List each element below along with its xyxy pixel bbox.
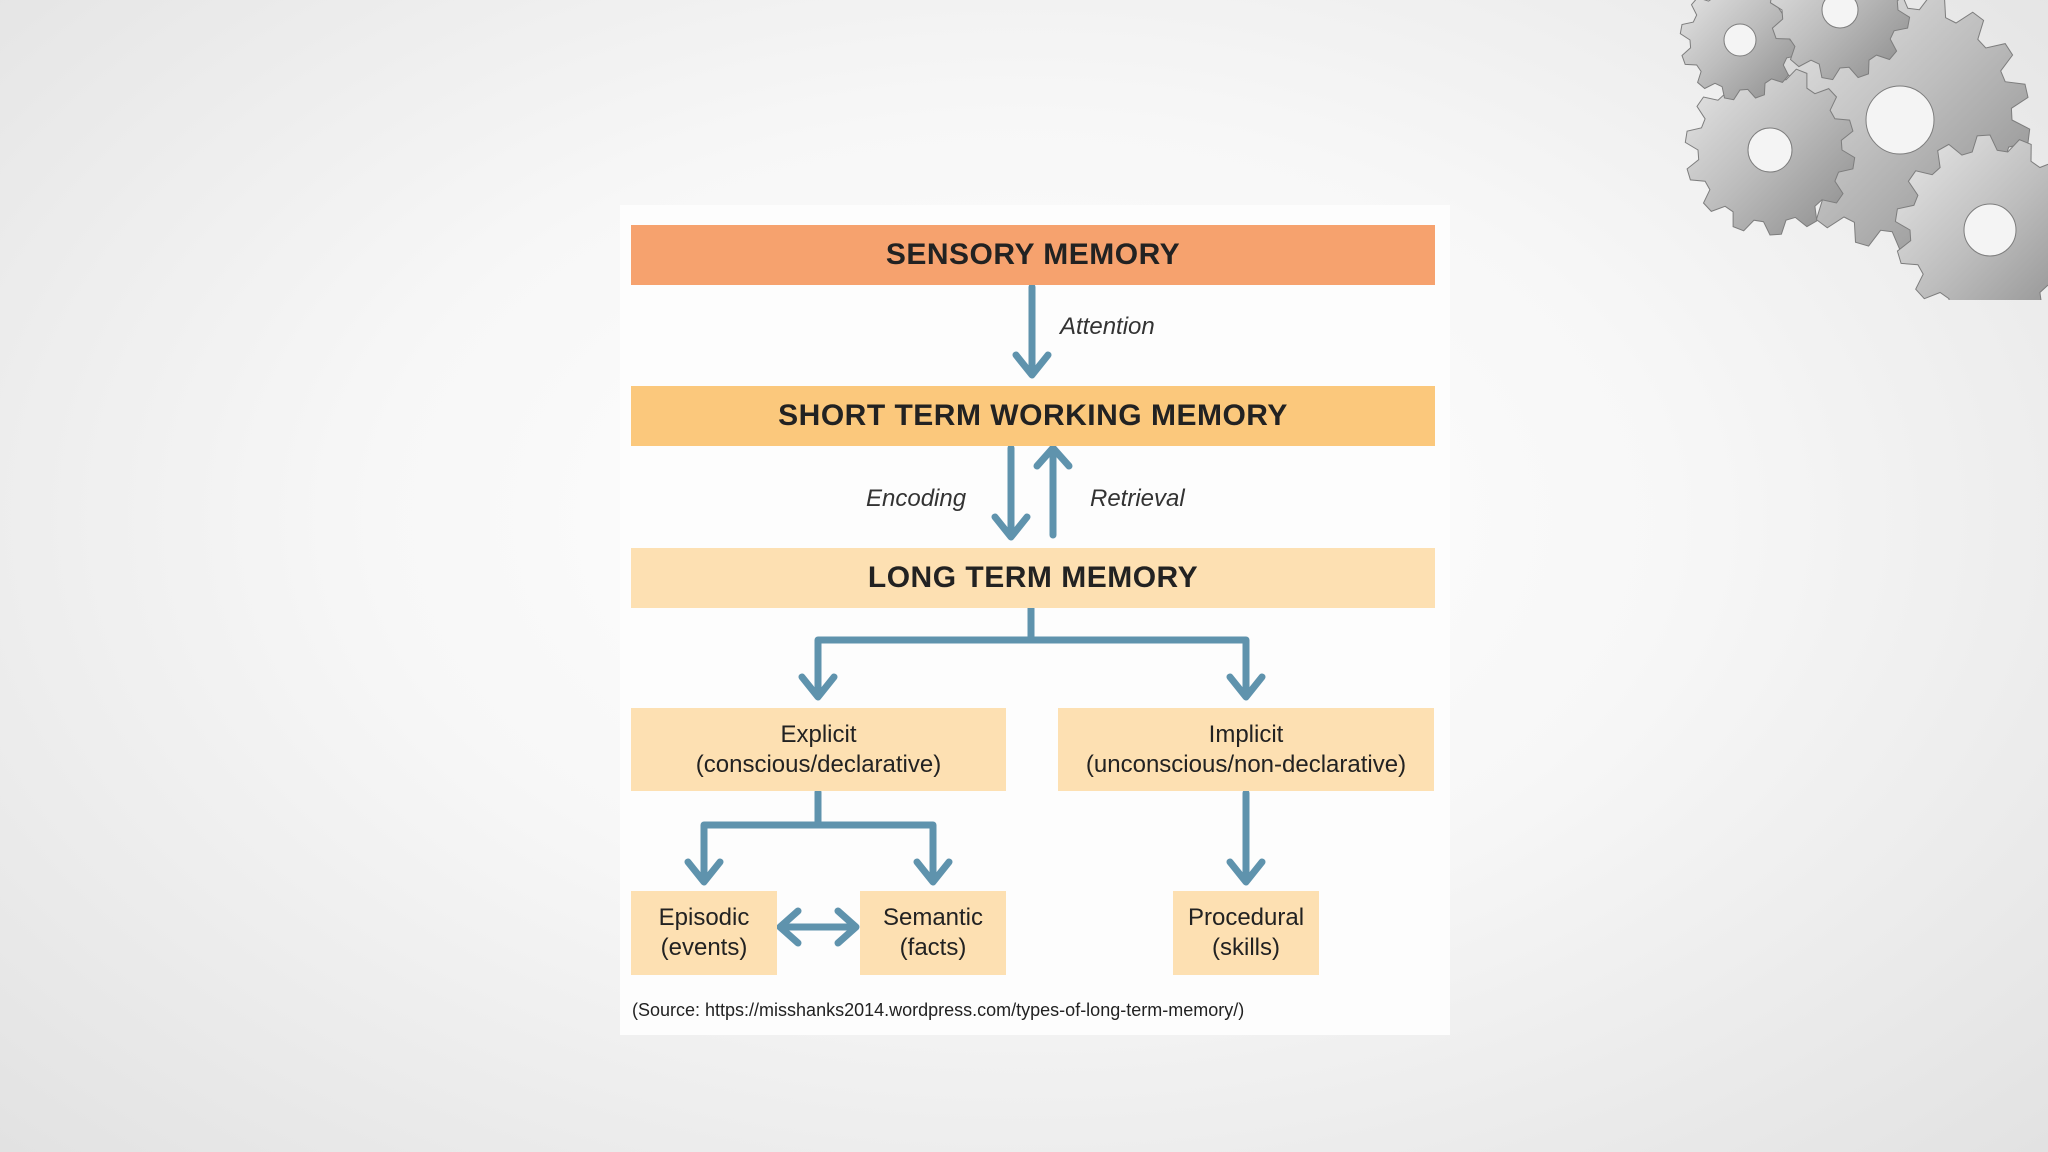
semantic-box: Semantic (facts) bbox=[860, 891, 1006, 975]
encoding-arrow bbox=[991, 444, 1031, 541]
procedural-subtitle: (skills) bbox=[1212, 934, 1280, 961]
implicit-arrow bbox=[1226, 789, 1266, 886]
long-term-branch-arrow bbox=[798, 603, 1266, 701]
short-term-memory-label: SHORT TERM WORKING MEMORY bbox=[778, 399, 1288, 432]
memory-diagram: SENSORY MEMORY Attention SHORT TERM WORK… bbox=[620, 205, 1450, 1035]
sensory-memory-box: SENSORY MEMORY bbox=[631, 225, 1435, 285]
procedural-title: Procedural bbox=[1187, 904, 1305, 931]
explicit-title: Explicit bbox=[780, 720, 857, 748]
attention-label: Attention bbox=[1060, 313, 1155, 340]
episodic-title: Episodic bbox=[658, 904, 750, 931]
short-term-memory-box: SHORT TERM WORKING MEMORY bbox=[631, 386, 1435, 446]
implicit-title: Implicit bbox=[1208, 720, 1284, 748]
long-term-memory-label: LONG TERM MEMORY bbox=[867, 561, 1199, 594]
implicit-box: Implicit (unconscious/non-declarative) bbox=[1058, 708, 1434, 791]
implicit-subtitle: (unconscious/non-declarative) bbox=[1085, 750, 1407, 778]
episodic-box: Episodic (events) bbox=[631, 891, 777, 975]
source-citation: (Source: https://misshanks2014.wordpress… bbox=[632, 1000, 1245, 1020]
diagram-arrows bbox=[684, 283, 1266, 947]
encoding-label: Encoding bbox=[866, 485, 967, 512]
episodic-semantic-arrow bbox=[776, 907, 860, 947]
explicit-branch-arrow bbox=[684, 788, 953, 886]
semantic-title: Semantic bbox=[882, 904, 984, 931]
gears-icon bbox=[1679, 0, 2048, 300]
episodic-subtitle: (events) bbox=[660, 934, 748, 961]
semantic-subtitle: (facts) bbox=[899, 934, 967, 961]
retrieval-label: Retrieval bbox=[1090, 485, 1185, 512]
procedural-box: Procedural (skills) bbox=[1173, 891, 1319, 975]
long-term-memory-box: LONG TERM MEMORY bbox=[631, 548, 1435, 608]
explicit-box: Explicit (conscious/declarative) bbox=[631, 708, 1006, 791]
explicit-subtitle: (conscious/declarative) bbox=[695, 750, 942, 778]
retrieval-arrow bbox=[1033, 444, 1073, 539]
sensory-memory-label: SENSORY MEMORY bbox=[885, 238, 1181, 271]
attention-arrow bbox=[1012, 283, 1052, 379]
